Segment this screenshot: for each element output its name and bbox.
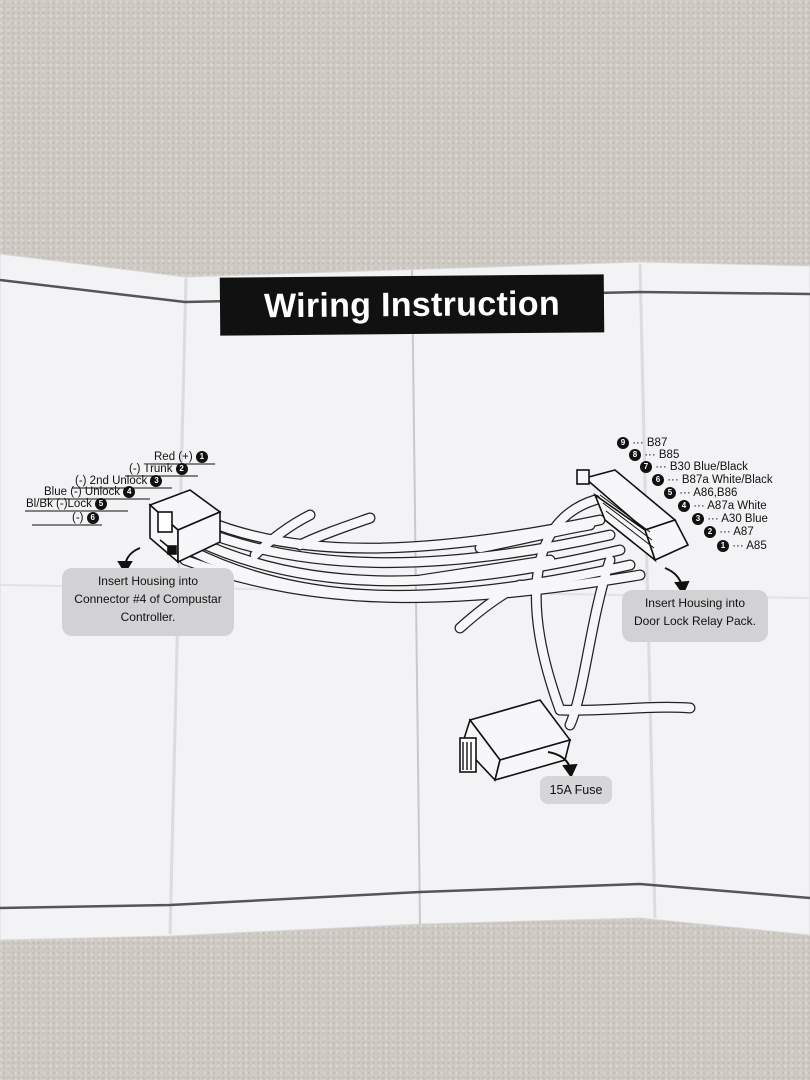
pin-number-badge: 4 xyxy=(123,486,136,498)
pin-number-badge: 1 xyxy=(195,451,208,463)
arrow-fuse xyxy=(547,751,578,779)
pin-number-badge: 3 xyxy=(692,513,704,525)
right-pin-label: 9 ··· B87 xyxy=(617,437,667,449)
right-pin-label: 3 ··· A30 Blue xyxy=(692,513,768,525)
pin-number-badge: 8 xyxy=(629,449,641,461)
left-pin-label: (-) 6 xyxy=(72,512,99,524)
pin-number-badge: 2 xyxy=(175,463,188,475)
pin-number-badge: 1 xyxy=(717,540,729,552)
left-pin-label: Red (+) 1 xyxy=(154,451,208,463)
pin-number-badge: 6 xyxy=(652,474,664,486)
right-pin-label: 2 ··· A87 xyxy=(704,526,754,538)
callout-line: Door Lock Relay Pack. xyxy=(633,614,757,628)
pin-number-badge: 3 xyxy=(150,475,163,487)
right-pin-label: 5 ··· A86,B86 xyxy=(664,487,737,499)
left-connector-housing xyxy=(148,489,222,564)
pin-number-badge: 5 xyxy=(664,487,676,499)
callout-line: Connector #4 of Compustar xyxy=(74,592,222,606)
fuse-label: 15A Fuse xyxy=(540,776,612,804)
callout-line: Controller. xyxy=(120,610,176,624)
pin-number-badge: 4 xyxy=(678,500,690,512)
arrow-left-connector xyxy=(117,547,141,574)
left-label-leaders xyxy=(25,463,215,526)
right-pin-label: 8 ··· B85 xyxy=(629,449,679,461)
left-pin-label: Bl/Bk (-)Lock 5 xyxy=(26,498,108,510)
pin-number-badge: 9 xyxy=(617,437,629,449)
left-pin-label: Blue (-) Unlock 4 xyxy=(44,486,136,498)
diagram-title: Wiring Instruction xyxy=(219,274,605,336)
callout-right-connector: Insert Housing into Door Lock Relay Pack… xyxy=(622,590,768,642)
bottom-rule xyxy=(0,882,810,910)
callout-line: Insert Housing into xyxy=(644,596,746,610)
wire-bundle xyxy=(179,494,696,731)
pin-number-badge: 6 xyxy=(86,512,99,524)
arrow-right-connector xyxy=(664,567,690,596)
pin-number-badge: 7 xyxy=(640,461,652,473)
right-connector-housing xyxy=(576,469,690,563)
fuse-holder xyxy=(459,699,572,782)
right-pin-label: 1 ··· A85 xyxy=(717,540,767,552)
callout-left-connector: Insert Housing into Connector #4 of Comp… xyxy=(62,568,234,636)
left-pin-label: (-) 2nd Unlock 3 xyxy=(75,475,163,487)
right-pin-label: 6 ··· B87a White/Black xyxy=(652,474,773,486)
right-pin-label: 7 ··· B30 Blue/Black xyxy=(640,461,748,473)
pin-number-badge: 5 xyxy=(95,498,108,510)
callout-line: Insert Housing into xyxy=(97,574,199,588)
right-pin-label: 4 ··· A87a White xyxy=(678,500,767,512)
pin-number-badge: 2 xyxy=(704,526,716,538)
left-pin-label: (-) Trunk 2 xyxy=(129,463,188,475)
